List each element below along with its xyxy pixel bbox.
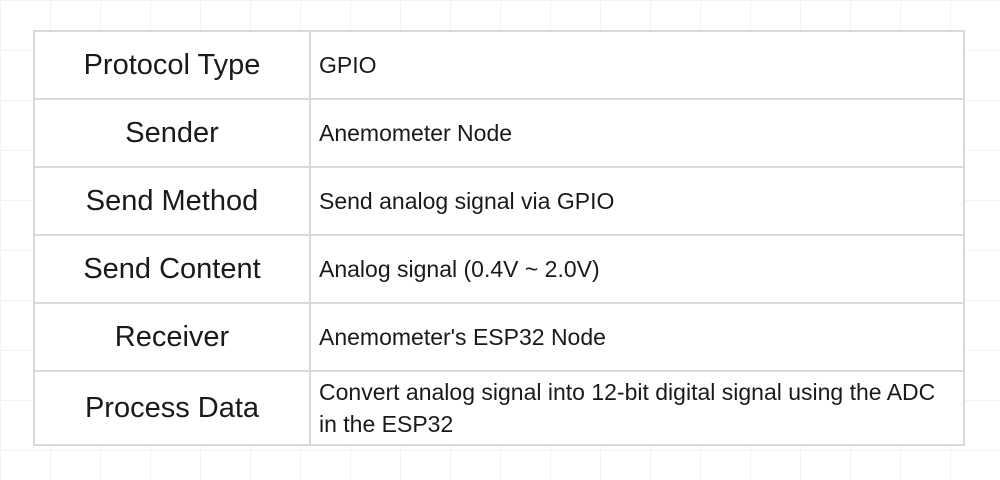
protocol-spec-table: Protocol Type GPIO Sender Anemometer Nod… [33, 30, 965, 446]
table-row: Send Method Send analog signal via GPIO [33, 166, 965, 236]
table-row: Sender Anemometer Node [33, 98, 965, 168]
table-row: Process Data Convert analog signal into … [33, 370, 965, 446]
row-label-send-content: Send Content [33, 234, 311, 304]
table-row: Receiver Anemometer's ESP32 Node [33, 302, 965, 372]
row-value-sender: Anemometer Node [309, 98, 965, 168]
row-label-send-method: Send Method [33, 166, 311, 236]
row-label-sender: Sender [33, 98, 311, 168]
table-row: Send Content Analog signal (0.4V ~ 2.0V) [33, 234, 965, 304]
row-value-process-data: Convert analog signal into 12-bit digita… [309, 370, 965, 446]
row-value-send-method: Send analog signal via GPIO [309, 166, 965, 236]
row-label-receiver: Receiver [33, 302, 311, 372]
row-value-receiver: Anemometer's ESP32 Node [309, 302, 965, 372]
row-value-send-content: Analog signal (0.4V ~ 2.0V) [309, 234, 965, 304]
table-row: Protocol Type GPIO [33, 30, 965, 100]
row-label-protocol-type: Protocol Type [33, 30, 311, 100]
row-value-protocol-type: GPIO [309, 30, 965, 100]
row-label-process-data: Process Data [33, 370, 311, 446]
